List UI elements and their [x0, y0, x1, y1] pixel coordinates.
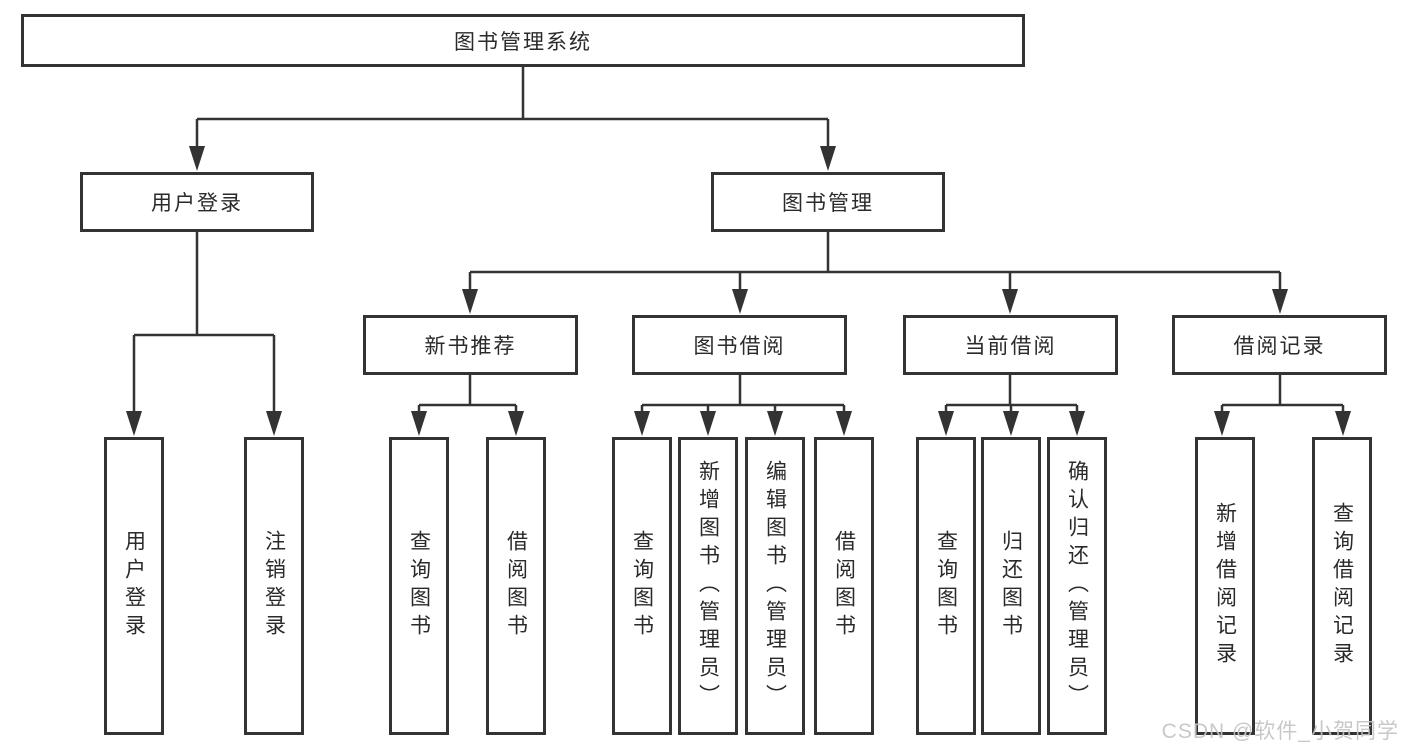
arrowhead-new-book-recommend — [462, 289, 478, 314]
arrowhead-leaf-user-login — [126, 411, 142, 436]
node-label: 新增图书（管理员） — [696, 460, 720, 712]
leaf-query-borrow-record: 查询借阅记录 — [1312, 437, 1372, 735]
connector-user-login-to-children — [132, 232, 276, 413]
connector-book-management-to-level3 — [468, 232, 1282, 292]
arrowhead-user-login — [189, 146, 205, 171]
node-label: 查询图书 — [407, 530, 431, 642]
connector-book-borrow-to-children — [640, 375, 846, 413]
node-label: 查询图书 — [934, 530, 958, 642]
node-label: 确认归还（管理员） — [1065, 460, 1089, 712]
node-label: 借阅记录 — [1233, 335, 1326, 358]
node-label: 查询借阅记录 — [1330, 502, 1354, 670]
arrowhead-leaf-edit-books — [767, 411, 783, 436]
node-label: 查询图书 — [630, 530, 654, 642]
node-book-borrow: 图书借阅 — [632, 315, 847, 375]
leaf-add-books-admin: 新增图书（管理员） — [678, 437, 738, 735]
connector-current-borrow-to-children — [944, 375, 1079, 413]
arrowhead-leaf-query-books-1 — [411, 411, 427, 436]
node-label: 图书借阅 — [693, 335, 786, 358]
connector-borrow-records-to-children — [1220, 375, 1345, 413]
leaf-query-books-1: 查询图书 — [389, 437, 449, 735]
arrowhead-leaf-query-borrow-record — [1335, 411, 1351, 436]
node-label: 用户登录 — [151, 192, 243, 215]
node-book-management-branch: 图书管理 — [711, 172, 945, 232]
arrowhead-leaf-logout — [266, 411, 282, 436]
leaf-add-borrow-record: 新增借阅记录 — [1195, 437, 1255, 735]
arrowhead-leaf-confirm-return — [1069, 411, 1085, 436]
arrowhead-book-borrow — [732, 289, 748, 314]
arrowheads — [126, 146, 1351, 436]
leaf-return-books: 归还图书 — [981, 437, 1041, 735]
arrowhead-leaf-borrow-books-1 — [508, 411, 524, 436]
node-label: 注销登录 — [262, 530, 286, 642]
node-label: 归还图书 — [999, 530, 1023, 642]
node-book-management-system: 图书管理系统 — [21, 14, 1025, 67]
leaf-borrow-books-2: 借阅图书 — [814, 437, 874, 735]
leaf-borrow-books-1: 借阅图书 — [486, 437, 546, 735]
node-label: 借阅图书 — [832, 530, 856, 642]
node-label: 编辑图书（管理员） — [763, 460, 787, 712]
leaf-query-books-2: 查询图书 — [612, 437, 672, 735]
connector-root-to-level2 — [195, 67, 830, 149]
node-current-borrow: 当前借阅 — [903, 315, 1118, 375]
arrowhead-borrow-records — [1272, 289, 1288, 314]
arrowhead-leaf-return-books — [1003, 411, 1019, 436]
arrowhead-leaf-add-borrow-record — [1214, 411, 1230, 436]
connector-lines — [132, 67, 1345, 413]
csdn-watermark: CSDN @软件_小贺同学 — [1161, 720, 1399, 743]
arrowhead-leaf-query-books-3 — [938, 411, 954, 436]
node-label: 当前借阅 — [964, 335, 1057, 358]
node-label: 借阅图书 — [504, 530, 528, 642]
leaf-user-login: 用户登录 — [104, 437, 164, 735]
node-borrow-records: 借阅记录 — [1172, 315, 1387, 375]
arrowhead-leaf-borrow-books-2 — [836, 411, 852, 436]
leaf-logout: 注销登录 — [244, 437, 304, 735]
arrowhead-leaf-add-books — [700, 411, 716, 436]
arrowhead-book-management — [820, 146, 836, 171]
leaf-query-books-3: 查询图书 — [916, 437, 976, 735]
arrowhead-current-borrow — [1002, 289, 1018, 314]
node-label: 图书管理系统 — [454, 30, 592, 54]
node-label: 用户登录 — [122, 530, 146, 642]
connector-new-book-recommend-to-children — [417, 375, 518, 413]
node-label: 图书管理 — [782, 192, 874, 215]
node-label: 新书推荐 — [424, 335, 517, 358]
node-new-book-recommend: 新书推荐 — [363, 315, 578, 375]
leaf-edit-books-admin: 编辑图书（管理员） — [745, 437, 805, 735]
node-label: 新增借阅记录 — [1213, 502, 1237, 670]
arrowhead-leaf-query-books-2 — [634, 411, 650, 436]
leaf-confirm-return-admin: 确认归还（管理员） — [1047, 437, 1107, 735]
node-user-login-branch: 用户登录 — [80, 172, 314, 232]
